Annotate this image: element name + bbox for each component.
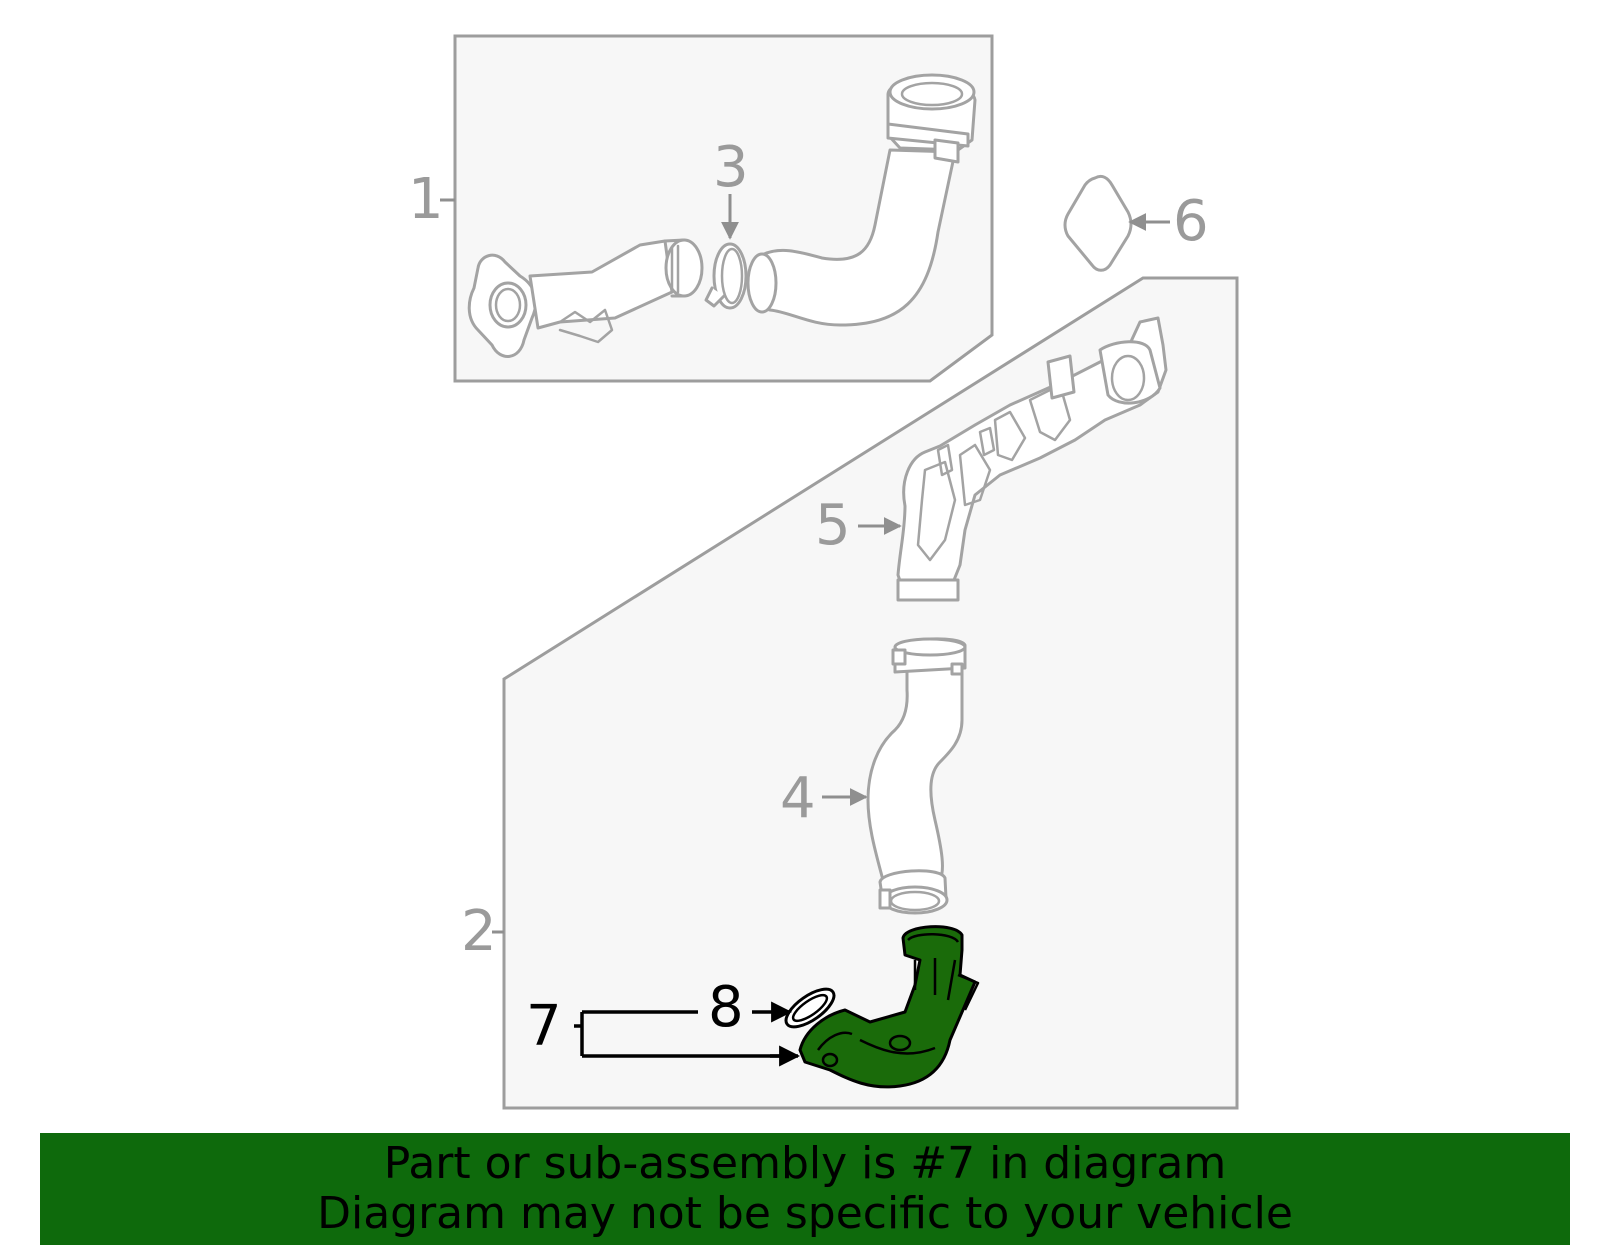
lower-hose-part-4 <box>866 637 967 915</box>
outlet-pipe-part-7 <box>798 925 980 1089</box>
upper-hose-part <box>746 73 977 327</box>
leader-7 <box>574 1010 796 1058</box>
callout-2: 2 <box>461 899 497 964</box>
air-duct-part-5 <box>896 316 1168 602</box>
callout-7: 7 <box>526 994 562 1059</box>
callout-5: 5 <box>815 493 851 558</box>
callout-1: 1 <box>408 167 444 232</box>
banner-line-1: Part or sub-assembly is #7 in diagram <box>383 1138 1227 1189</box>
callout-3: 3 <box>713 135 749 200</box>
banner-line-2: Diagram may not be specific to your vehi… <box>317 1188 1293 1239</box>
callout-4: 4 <box>780 766 816 831</box>
assembly-2-frame <box>502 276 1239 1110</box>
callout-6: 6 <box>1173 189 1209 254</box>
gasket-part-6 <box>1063 174 1133 272</box>
info-banner: Part or sub-assembly is #7 in diagram Di… <box>40 1133 1570 1245</box>
callout-8: 8 <box>708 975 744 1040</box>
intake-pipe-part-1 <box>467 238 704 358</box>
o-ring-part-8 <box>784 987 836 1029</box>
hose-clamp-part-3 <box>704 242 748 310</box>
